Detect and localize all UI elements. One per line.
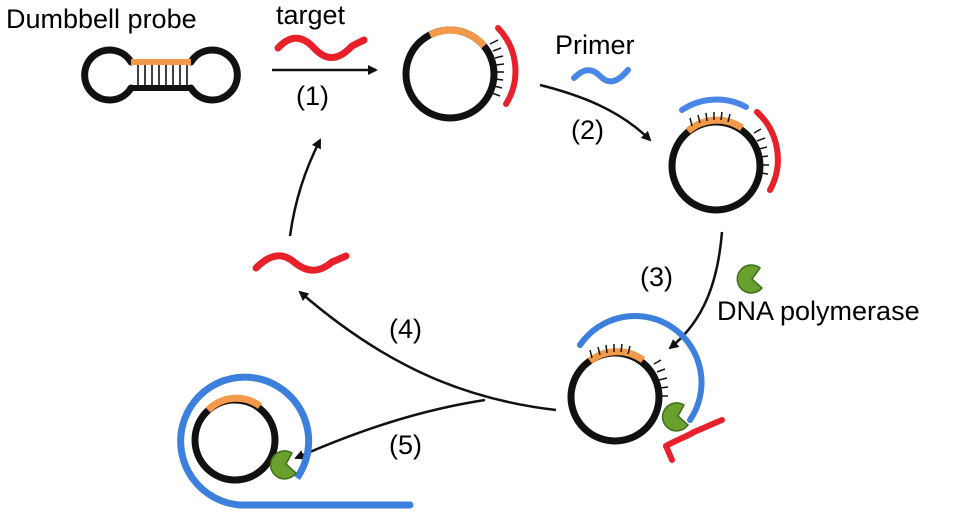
released-target-strand	[252, 252, 350, 274]
pacman-enzyme-icon	[736, 264, 764, 294]
dumbbell-probe	[81, 46, 241, 104]
label-target: target	[276, 0, 346, 30]
step-label-1: (1)	[296, 81, 329, 111]
label-dumbbell-probe: Dumbbell probe	[6, 4, 197, 34]
arrow-step-2	[539, 83, 652, 142]
arrow-recycle	[288, 138, 322, 237]
rca-product	[177, 373, 414, 509]
arrow-step-5	[294, 398, 486, 460]
polymerase-extension-complex	[567, 312, 725, 463]
step-label-3: (3)	[640, 262, 673, 292]
target-strand-top	[274, 34, 368, 61]
primer-strand	[571, 67, 631, 85]
label-primer: Primer	[555, 30, 635, 60]
label-dna-polymerase: DNA polymerase	[717, 296, 920, 326]
step-label-4: (4)	[389, 314, 422, 344]
probe-target-complex	[402, 25, 519, 122]
arrow-step-4	[298, 290, 557, 412]
step-label-2: (2)	[571, 115, 604, 145]
probe-target-primer-complex	[668, 96, 781, 214]
step-label-5: (5)	[389, 430, 422, 460]
